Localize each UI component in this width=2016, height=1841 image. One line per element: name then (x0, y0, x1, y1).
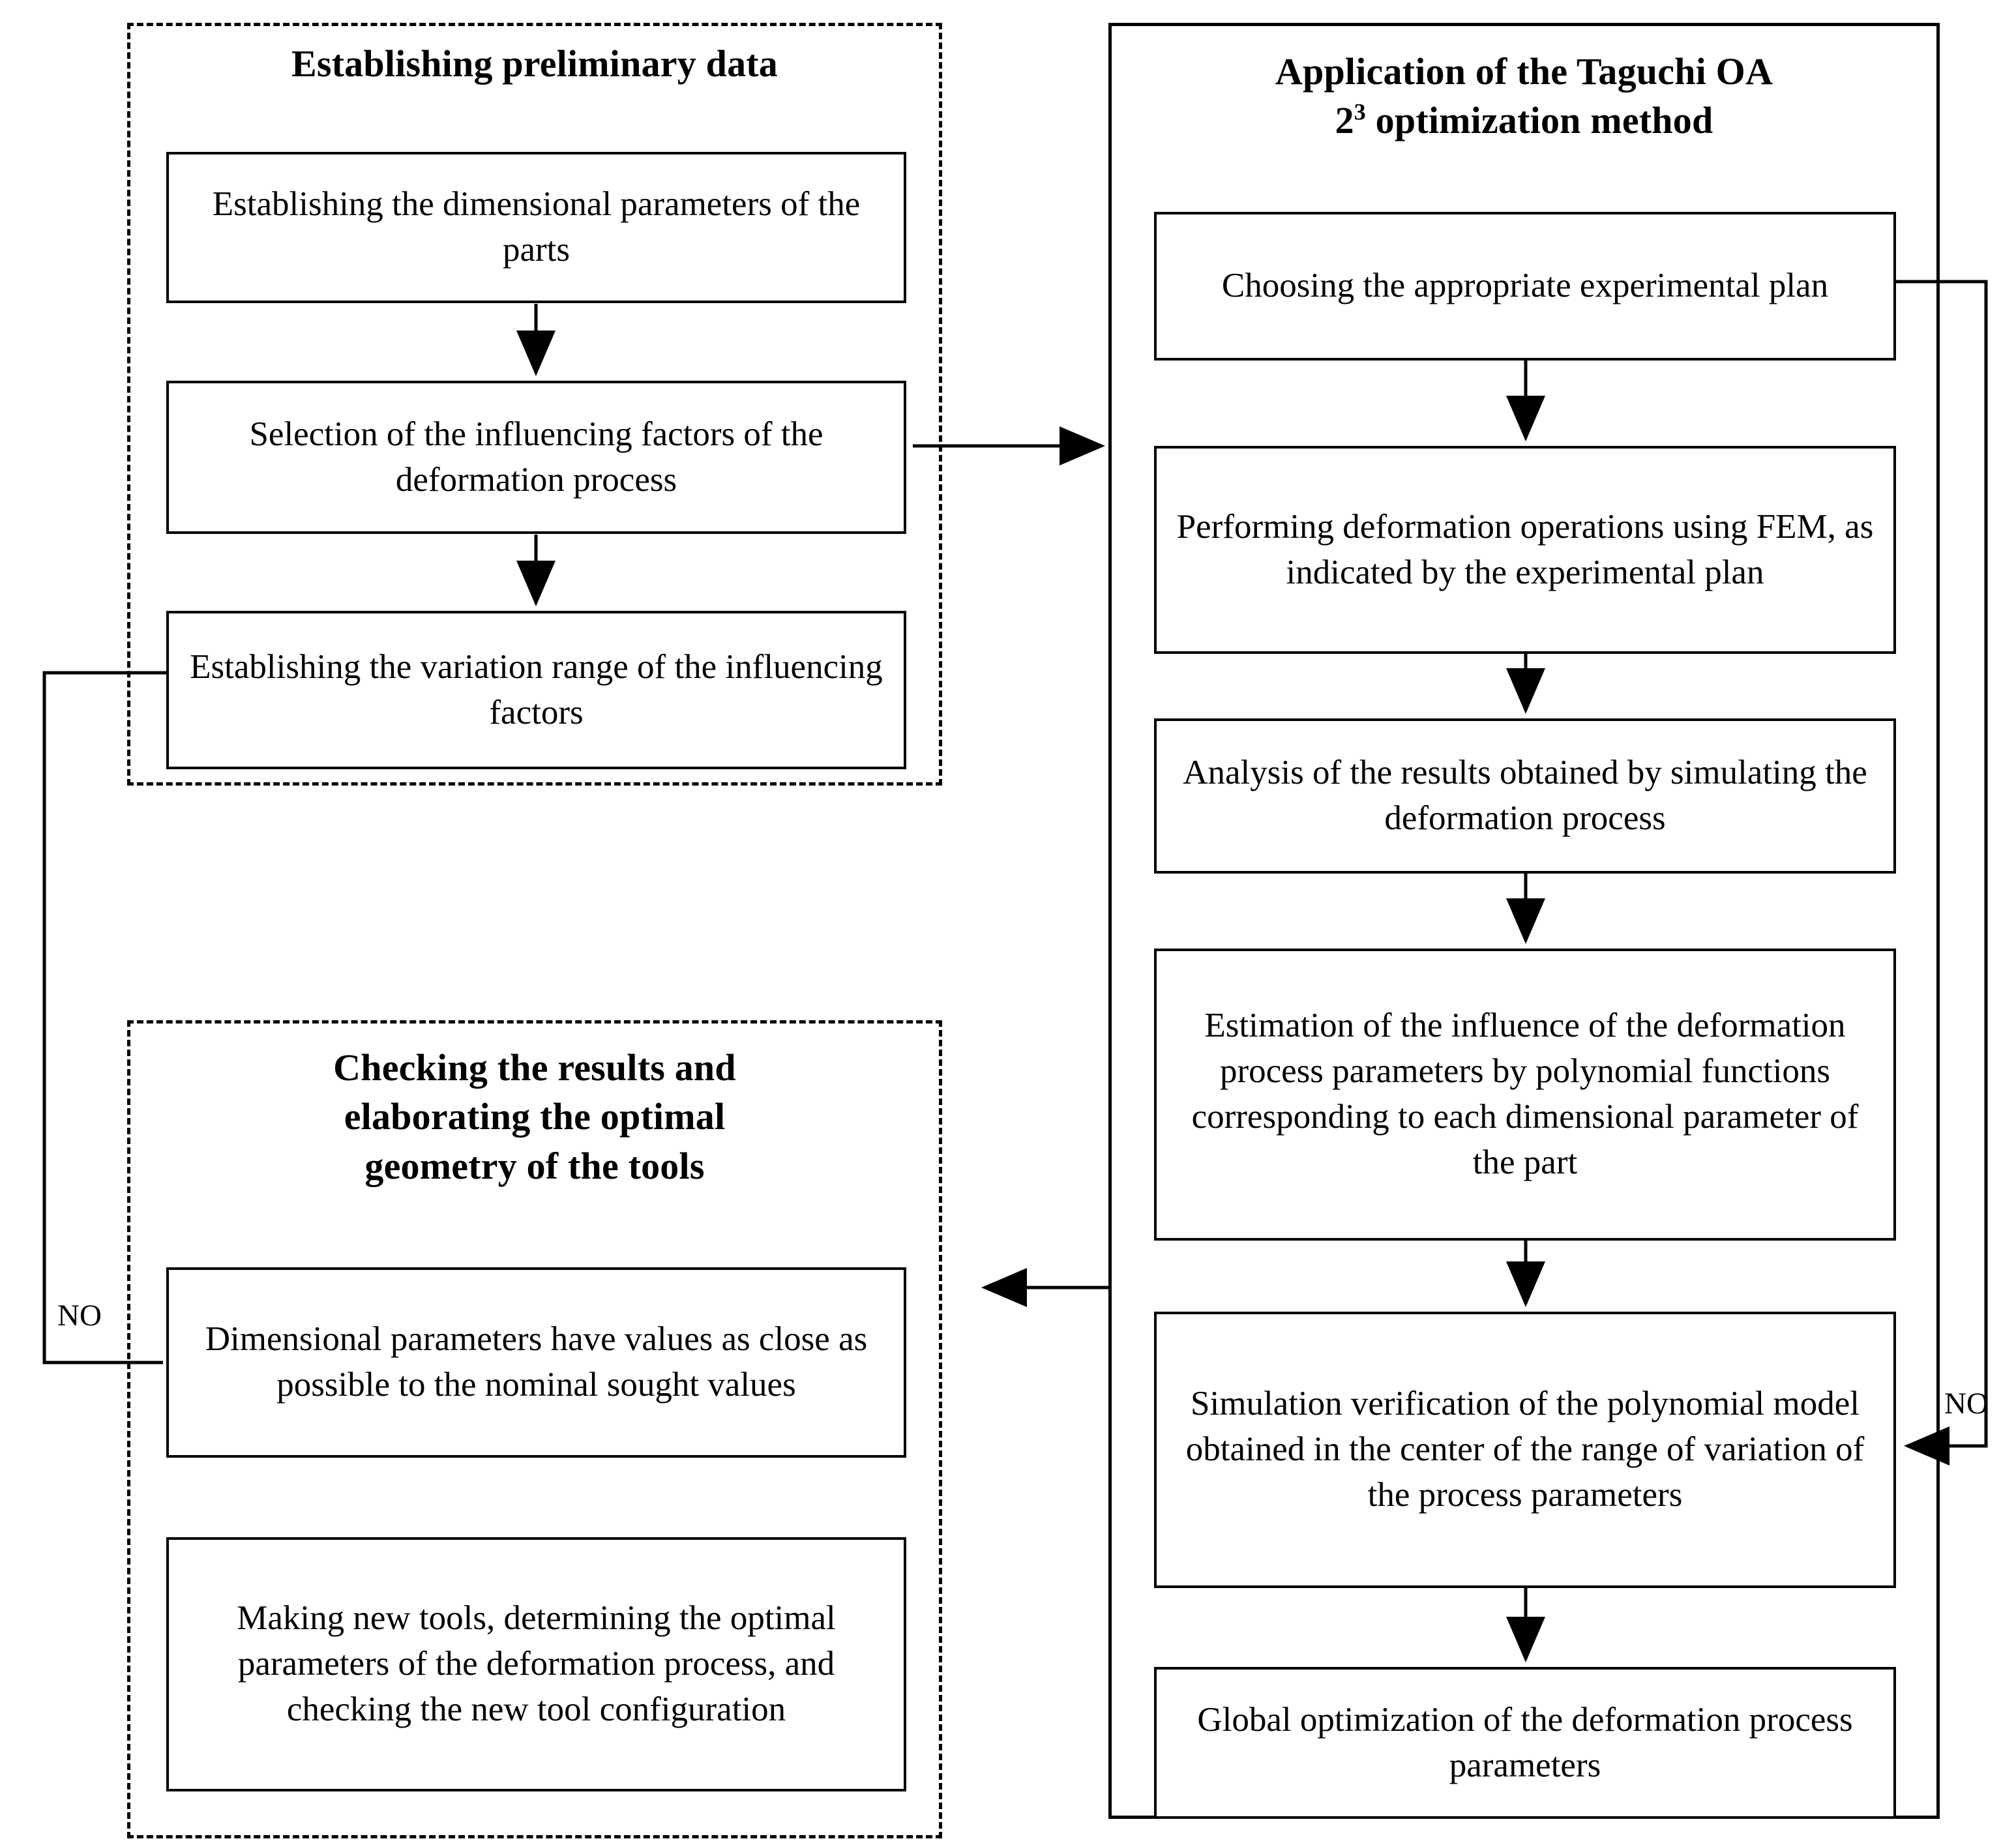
edge-label-no-right: NO (1944, 1387, 1989, 1421)
node-establishing-variation-range: Establishing the variation range of the … (166, 611, 906, 769)
node-global-optimization: Global optimization of the deformation p… (1154, 1667, 1896, 1819)
node-making-new-tools: Making new tools, determining the optima… (166, 1537, 906, 1791)
node-estimation-of-influence: Estimation of the influence of the defor… (1154, 949, 1896, 1241)
node-selection-influencing-factors: Selection of the influencing factors of … (166, 381, 906, 534)
node-choosing-experimental-plan: Choosing the appropriate experimental pl… (1154, 212, 1896, 361)
edge-no-left-loop (42, 653, 264, 1364)
group-checking-results (127, 1020, 942, 1838)
group-checking-title-line3: geometry of the tools (364, 1144, 705, 1187)
node-performing-deformation-fem: Performing deformation operations using … (1154, 446, 1896, 654)
node-establishing-dimensional-parameters: Establishing the dimensional parameters … (166, 152, 906, 303)
group-preliminary-data (127, 23, 942, 786)
group-checking-title: Checking the results and elaborating the… (127, 1043, 942, 1190)
group-preliminary-title: Establishing preliminary data (291, 42, 778, 85)
edge-no-right-loop (1896, 280, 1988, 1465)
group-taguchi-title-line2: 23 optimization method (1108, 96, 1940, 145)
group-taguchi-title: Application of the Taguchi OA 23 optimiz… (1108, 47, 1940, 145)
taguchi-title-exponent: 3 (1354, 99, 1366, 126)
node-dimensional-parameters-nominal: Dimensional parameters have values as cl… (166, 1267, 906, 1458)
taguchi-title-tail: optimization method (1365, 99, 1713, 142)
group-checking-title-line2: elaborating the optimal (344, 1095, 726, 1138)
node-simulation-verification: Simulation verification of the polynomia… (1154, 1312, 1896, 1588)
group-taguchi-title-line1: Application of the Taguchi OA (1275, 50, 1773, 93)
taguchi-title-base: 2 (1335, 99, 1354, 142)
edge-label-no-left: NO (57, 1299, 102, 1333)
node-analysis-of-results: Analysis of the results obtained by simu… (1154, 718, 1896, 874)
group-checking-title-line1: Checking the results and (333, 1046, 736, 1089)
